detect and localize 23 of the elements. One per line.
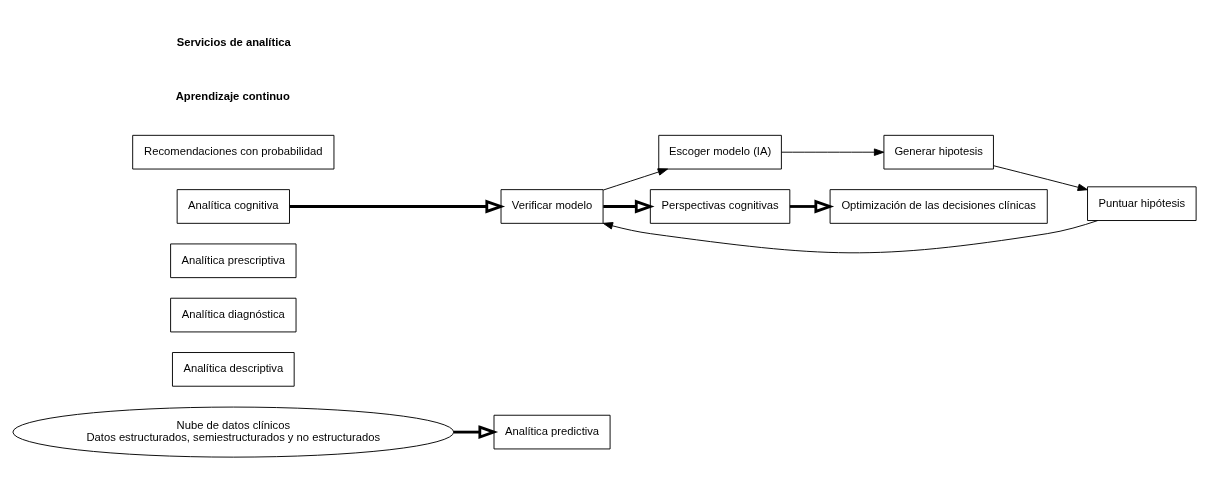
arrow <box>603 199 655 214</box>
label: Servicios de analítica <box>176 35 291 48</box>
arrow <box>993 165 1088 191</box>
node-box: Analítica predictiva <box>493 414 611 450</box>
arrow <box>453 425 499 439</box>
node-box: Puntuar hipótesis <box>1087 186 1197 221</box>
node-box: Optimización de las decisiones clínicas <box>829 189 1048 224</box>
node-box: Verificar modelo <box>500 189 604 224</box>
arrow <box>289 199 506 214</box>
node-box: Analítica diagnóstica <box>170 297 297 333</box>
arrow <box>781 148 885 156</box>
node-box: Escoger modelo (IA) <box>658 134 782 170</box>
node-box: Analítica prescriptiva <box>170 243 297 279</box>
label: Aprendizaje continuo <box>175 89 290 102</box>
node-box: Analítica cognitiva <box>176 189 290 224</box>
arrow <box>602 168 669 191</box>
node-box: Analítica descriptiva <box>172 352 295 387</box>
node-box: Generar hipotesis <box>883 134 994 170</box>
node-box: Perspectivas cognitivas <box>649 189 791 224</box>
arrow <box>789 199 835 214</box>
node-box: Recomendaciones con probabilidad <box>132 134 335 170</box>
arrow <box>602 220 1099 254</box>
node-ellipse: Nube de datos clínicos Datos estructurados, semiestructurados y no estructurados <box>12 406 455 458</box>
